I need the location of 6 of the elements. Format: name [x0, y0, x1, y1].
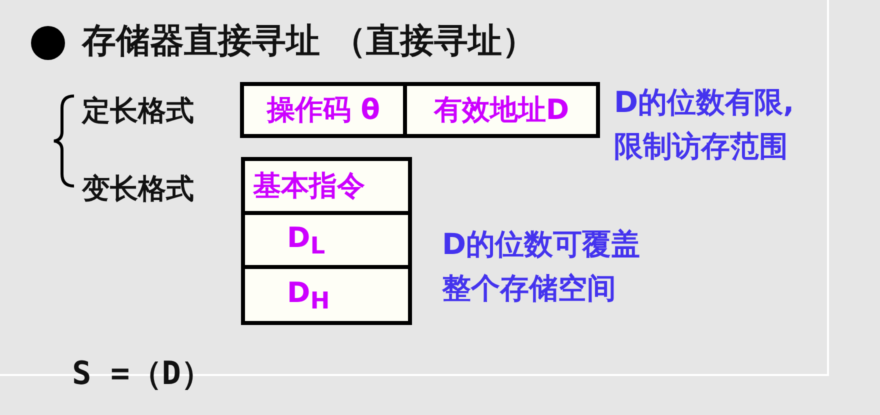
note: D的位数可覆盖整个存储空间 [442, 226, 642, 307]
format-label: 变长格式 [82, 171, 194, 207]
formula: S =（D） [72, 353, 214, 394]
title: 存储器直接寻址 （直接寻址） [82, 20, 536, 63]
note: D的位数有限,限制访存范围 [614, 84, 796, 165]
format-label: 定长格式 [82, 93, 194, 129]
